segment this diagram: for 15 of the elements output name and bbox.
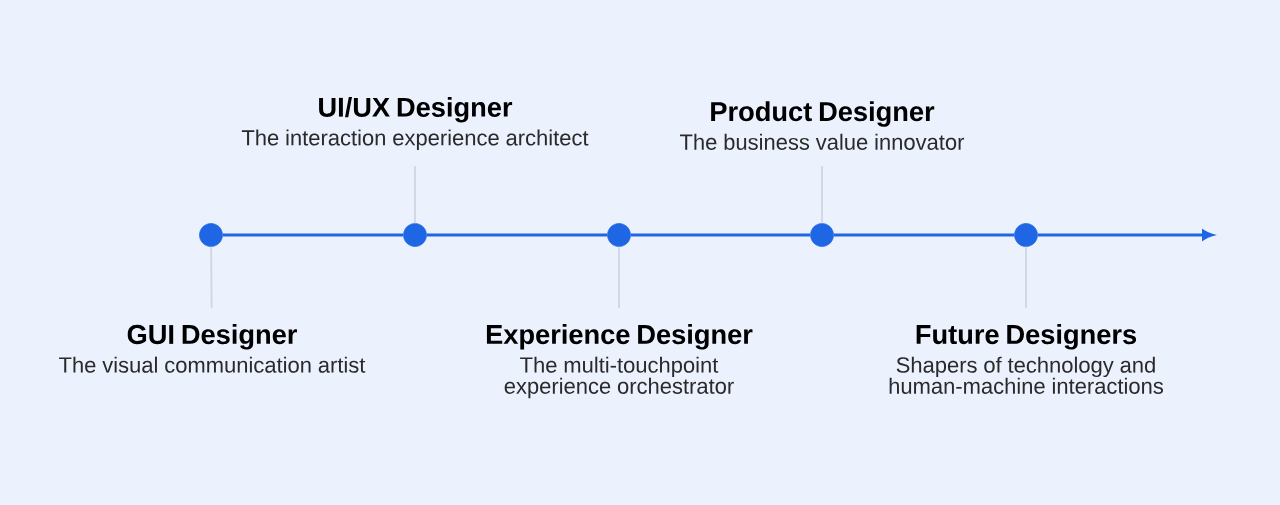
timeline-arrow <box>1037 229 1214 241</box>
timeline-dot <box>810 223 834 247</box>
milestone-label: GUI Designer The visual communication artist <box>59 324 366 373</box>
timeline-dot <box>403 223 427 247</box>
milestone-label: UI/UX Designer The interaction experience architect <box>241 96 589 150</box>
timeline-dot <box>1014 223 1038 247</box>
timeline-dot <box>607 223 631 247</box>
milestone-label: Product Designer The business value innovator <box>680 101 965 150</box>
timeline-line <box>222 233 404 237</box>
timeline-line <box>426 233 608 237</box>
timeline-line <box>630 233 811 237</box>
timeline-dot <box>199 223 223 247</box>
milestone-label: Experience Designer The multi-touchpoint experience orchestrator <box>486 324 753 399</box>
milestone-label: Future Designers Shapers of technology and human-machine interactions <box>889 324 1163 394</box>
timeline-line <box>833 233 1015 237</box>
